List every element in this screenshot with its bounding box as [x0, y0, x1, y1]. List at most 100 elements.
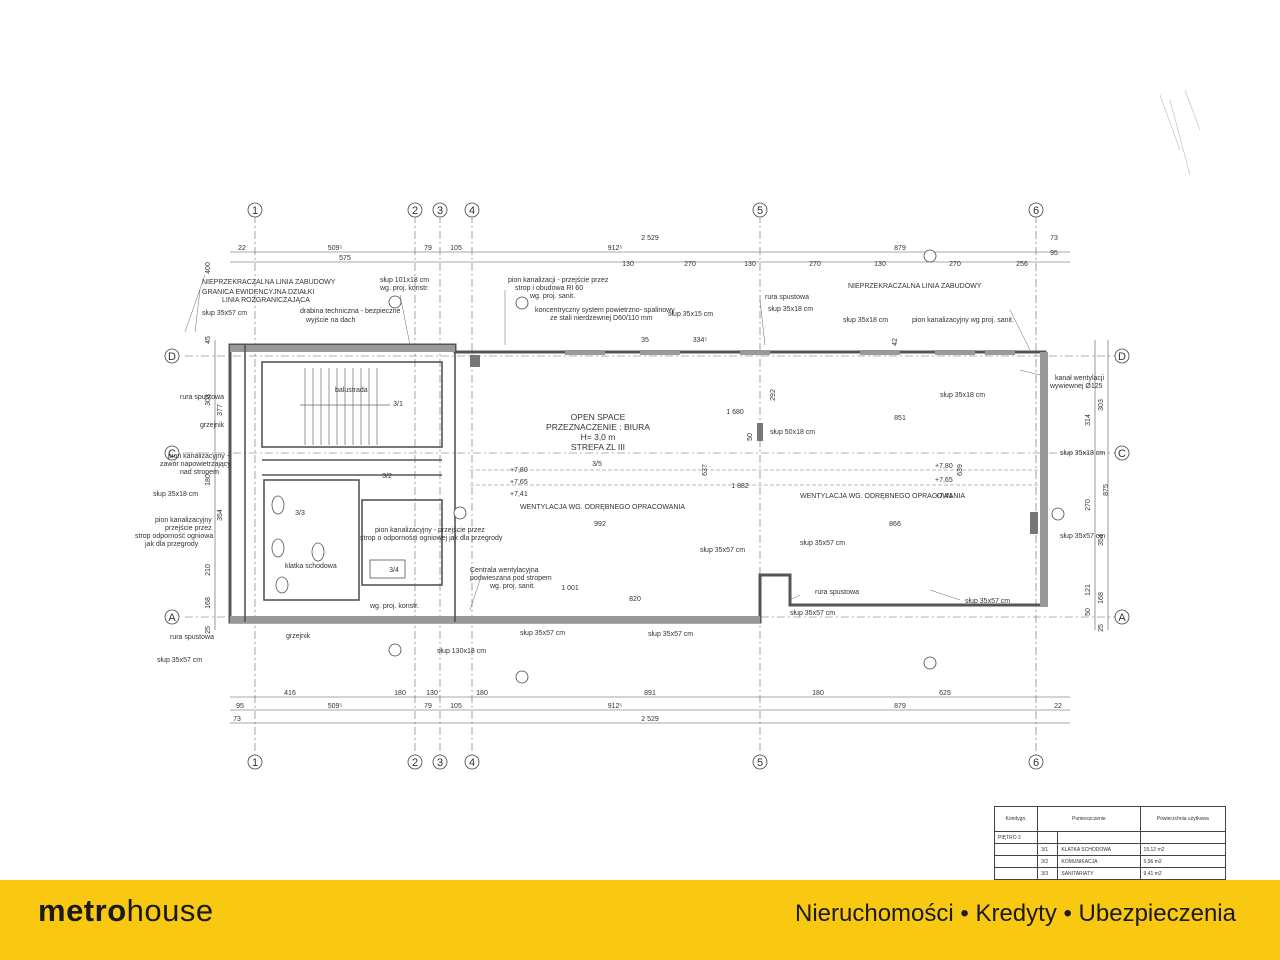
dim-637: 637 — [702, 464, 709, 476]
dim-820: 820 — [629, 596, 641, 603]
level-l3: +7,41 — [510, 491, 528, 498]
dim-right-875: 875 — [1103, 484, 1110, 496]
note-suspended: podwieszana pod stropem — [470, 575, 552, 582]
col-room: Pomieszczenie — [1037, 806, 1141, 832]
note-column-101: słup 101x18 cm — [380, 277, 429, 284]
note-column-35x57-top: słup 35x57 cm — [202, 310, 247, 317]
dim-top2-95: 95 — [1050, 250, 1058, 257]
grid-row-a-right: A — [1118, 612, 1126, 624]
room-name: KLATKA SCHODOWA — [1057, 843, 1141, 856]
note-column-35x18-top: słup 35x18 cm — [768, 306, 813, 313]
dim-left-45: 45 — [205, 336, 212, 344]
dim-right-354: 354 — [1098, 534, 1105, 546]
dim-top2-256: 256 — [1016, 261, 1028, 268]
dim-1882: 1 882 — [731, 483, 749, 490]
note-ventilation-unit: Centrala wentylacyjna — [470, 567, 539, 574]
level-r1: +7,80 — [935, 463, 953, 470]
note-vent-diameter: wywiewnej Ø125 — [1049, 383, 1103, 390]
dim-right-50: 50 — [1085, 608, 1092, 616]
dim-35: 35 — [641, 337, 649, 344]
note-column-35x18-edge: słup 35x18 cm — [1060, 450, 1105, 457]
dim-right-314: 314 — [1085, 414, 1092, 426]
dim-292: 292 — [770, 389, 777, 401]
room-3-3: 3/3 — [295, 510, 305, 517]
note-ventilation-left: WENTYLACJA WG. ODRĘBNEGO OPRACOWANIA — [520, 504, 685, 511]
note-radiator-left: grzejnik — [200, 422, 225, 429]
dim-334: 334⁵ — [693, 337, 708, 344]
open-space-height: H= 3,0 m — [581, 432, 616, 442]
note-crossing: przejście przez — [165, 525, 212, 532]
note-sewer-fire: pion kanalizacyjny — [155, 517, 212, 524]
dim-top2-270c: 270 — [949, 261, 961, 268]
note-vent-ref: wg. proj. sanit. — [489, 583, 535, 590]
room-3-4: 3/4 — [389, 567, 399, 574]
grid-row-d-left: D — [168, 351, 176, 363]
note-column-101-ref: wg. proj. konstr. — [379, 285, 429, 292]
note-ventilation-right: WENTYLACJA WG. ODRĘBNEGO OPRACOWANIA — [800, 493, 965, 500]
level-markers: +7,80 +7,65 +7,41 +7,80 +7,65 +7,41 — [510, 463, 953, 500]
dim-left-303: 303 — [205, 394, 212, 406]
dim-top-509: 509⁵ — [328, 245, 343, 252]
dim-top-912: 912⁵ — [608, 245, 623, 252]
dim-top2-130c: 130 — [874, 261, 886, 268]
dim-left-210: 210 — [205, 564, 212, 576]
room-area: 9,41 m2 — [1139, 867, 1227, 880]
dim-bot-180b: 180 — [476, 690, 488, 697]
note-column-35x57-bottom2: słup 35x57 cm — [648, 631, 693, 638]
note-flue-system: koncentryczny system powietrzno- spalino… — [535, 307, 675, 314]
grid-col-3-bottom: 3 — [437, 757, 443, 769]
note-column-35x57-bottom-left: słup 35x57 cm — [157, 657, 202, 664]
room-3-1: 3/1 — [393, 401, 403, 408]
dim-top2-270a: 270 — [684, 261, 696, 268]
note-column-35x57-center: słup 35x57 cm — [700, 547, 745, 554]
dim-left-168: 168 — [205, 597, 212, 609]
dim-top2-130b: 130 — [744, 261, 756, 268]
note-column-35x57-lower: słup 35x57 cm — [790, 610, 835, 617]
note-column-35x18-right: słup 35x18 cm — [940, 392, 985, 399]
section-markers — [388, 249, 1065, 684]
dim-bot2-105: 105 — [450, 703, 462, 710]
dim-right-270: 270 — [1085, 499, 1092, 511]
dim-bot2-95: 95 — [236, 703, 244, 710]
note-column-130x18: słup 130x18 cm — [437, 648, 486, 655]
top-dimensions: 22 509⁵ 79 105 912⁵ 879 73 2 529 575 130… — [238, 235, 1058, 268]
dim-top-total: 2 529 — [641, 235, 659, 242]
area-table: Kondygn. Pomieszczenie Powierzchnia użyt… — [993, 806, 1227, 880]
note-sewer-ref: wg. proj. sanit. — [529, 293, 575, 300]
dim-top2-575: 575 — [339, 255, 351, 262]
dim-left-25: 25 — [205, 626, 212, 634]
dim-bot-891: 891 — [644, 690, 656, 697]
note-plot-border: GRANICA EWIDENCYJNA DZIAŁKI — [202, 289, 314, 296]
note-balustrade: balustrada — [335, 387, 368, 394]
col-area: Powierzchnia użytkowa — [1139, 806, 1227, 832]
brand-banner — [0, 880, 1280, 960]
grid-row-c-left: C — [168, 448, 176, 460]
grid-col-3: 3 — [437, 205, 443, 217]
level-r2: +7,65 — [935, 477, 953, 484]
dim-right-25: 25 — [1098, 624, 1105, 632]
note-downpipe-bottom: rura spustowa — [170, 634, 214, 641]
dim-bot-625: 625 — [939, 690, 951, 697]
dim-1680: 1 680 — [726, 409, 744, 416]
grid-col-6-bottom: 6 — [1033, 757, 1039, 769]
note-column-50x18: słup 50x18 cm — [770, 429, 815, 436]
grid-row-d-right: D — [1118, 351, 1126, 363]
note-downpipe-top: rura spustowa — [765, 294, 809, 301]
floor-name: PIĘTRO 2 — [993, 831, 1039, 844]
dim-50: 50 — [747, 433, 754, 441]
dim-top-22: 22 — [238, 245, 246, 252]
grid-row-a-left: A — [168, 612, 176, 624]
dim-left-180: 180 — [205, 474, 212, 486]
note-radiator-bottom: grzejnik — [286, 633, 311, 640]
dim-top-73: 73 — [1050, 235, 1058, 242]
open-space-zone: STREFA ZL III — [571, 442, 625, 452]
dim-left-354: 354 — [217, 509, 224, 521]
grid-row-c-right: C — [1118, 448, 1126, 460]
note-air-valve: zawór napowietrzający — [160, 461, 231, 468]
grid-col-6: 6 — [1033, 205, 1039, 217]
room-name: KOMUNIKACJA — [1057, 855, 1141, 868]
room-no: 3/1 — [1037, 843, 1059, 856]
note-column-ref-bottom: wg. proj. konstr. — [369, 603, 419, 610]
note-column-35x57-right: słup 35x57 cm — [965, 598, 1010, 605]
level-l1: +7,80 — [510, 467, 528, 474]
